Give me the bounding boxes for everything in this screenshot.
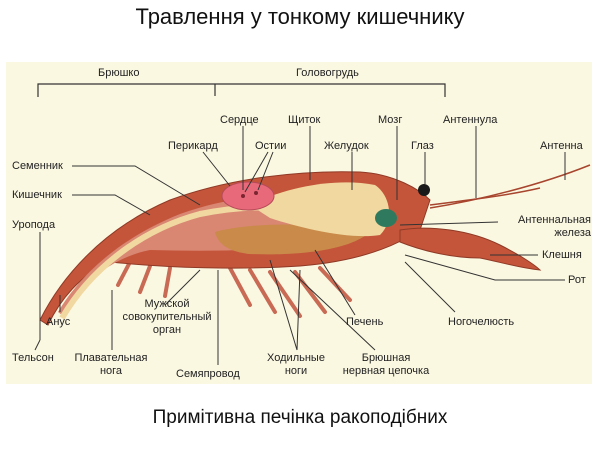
label-swimming-leg: Плавательная нога [66,352,156,378]
label-liver: Печень [346,316,384,328]
label-walking-legs: Ходильные ноги [256,352,336,378]
label-abdomen: Брюшко [98,67,140,79]
label-heart: Сердце [220,114,259,126]
label-swimming-leg-line2: нога [99,365,123,377]
label-intestine: Кишечник [12,189,62,201]
label-male-organ-line3: орган [152,324,182,336]
slide-caption: Примітивна печінка ракоподібних [152,407,448,428]
label-shield: Щиток [288,114,321,126]
label-pericardium: Перикард [168,140,218,152]
label-male-organ: Мужской совокупительный орган [112,298,222,337]
label-cephalothorax: Головогрудь [296,67,359,79]
label-swimming-leg-line1: Плавательная [74,352,148,364]
slide-title: Травлення у тонкому кишечнику [135,4,465,29]
label-vas-deferens: Семяпровод [176,368,240,380]
label-anus: Анус [46,316,71,328]
label-ostia: Остии [255,140,287,152]
label-antennule: Антеннула [443,114,498,126]
label-nerve-cord-line2: нервная цепочка [342,365,430,377]
label-testis: Семенник [12,160,63,172]
label-walking-legs-line1: Ходильные [267,352,325,364]
label-stomach: Желудок [324,140,369,152]
section-brackets [37,83,446,97]
label-mouth: Рот [568,274,586,286]
label-maxilliped: Ногочелюсть [448,316,515,328]
label-walking-legs-line2: ноги [284,365,308,377]
label-uropod: Уропода [12,219,56,231]
label-eye: Глаз [411,140,434,152]
label-antenna: Антенна [540,140,583,152]
label-male-organ-line1: Мужской [144,298,190,310]
label-male-organ-line2: совокупительный [122,311,212,323]
label-ventral-nerve-cord: Брюшная нервная цепочка [336,352,436,378]
label-antennal-gland-line1: Антеннальная [517,214,591,226]
label-nerve-cord-line1: Брюшная [361,352,411,364]
label-telson: Тельсон [12,352,54,364]
label-brain: Мозг [378,114,403,126]
label-claw: Клешня [542,249,582,261]
label-antennal-gland: Антеннальная железа [498,214,591,240]
label-antennal-gland-line2: железа [554,227,591,239]
